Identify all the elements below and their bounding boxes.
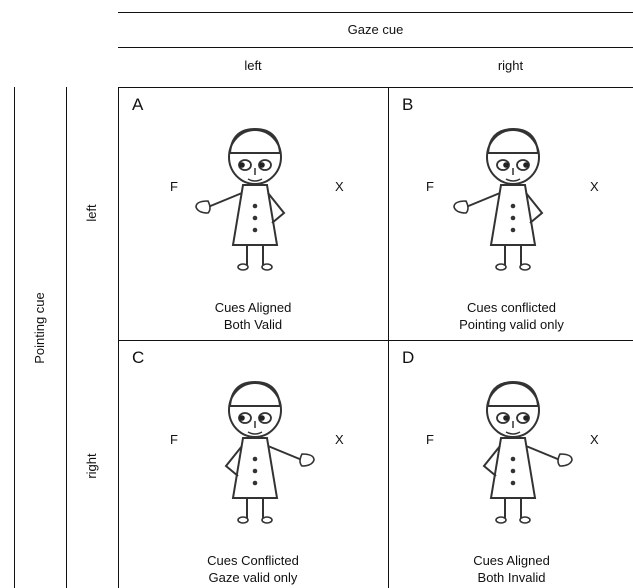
child-figure-illustration: [195, 128, 285, 271]
caption-line-1: Cues Aligned: [473, 553, 550, 568]
grid-middle-rule: [118, 340, 633, 341]
cell-b: B F X Cues conflicted Pointing valid onl…: [390, 89, 633, 339]
caption-line-1: Cues Aligned: [214, 300, 292, 315]
target-label-x: X: [335, 179, 344, 194]
child-figure-illustration: [453, 128, 543, 271]
grid-left-rule: [118, 87, 119, 588]
cell-caption: Cues conflicted Pointing valid only: [390, 299, 633, 333]
row-header-right: right: [84, 453, 99, 479]
target-label-x: X: [335, 432, 344, 447]
gaze-cue-header: Gaze cue: [347, 22, 404, 37]
cell-letter: D: [402, 348, 415, 367]
cell-letter: C: [132, 348, 145, 367]
side-left-rule: [14, 87, 15, 588]
target-label-x: X: [590, 432, 599, 447]
cell-caption: Cues Aligned Both Valid: [120, 299, 386, 333]
caption-line-2: Pointing valid only: [459, 317, 564, 332]
row-header-left: left: [84, 204, 99, 222]
cell-caption: Cues Conflicted Gaze valid only: [120, 552, 386, 586]
caption-line-2: Gaze valid only: [208, 570, 298, 585]
fixation-label-f: F: [426, 432, 434, 447]
header-top-rule: [118, 12, 633, 13]
caption-line-2: Both Valid: [223, 317, 283, 332]
header-mid-rule: [118, 47, 633, 48]
cell-caption: Cues Aligned Both Invalid: [390, 552, 633, 586]
side-mid-rule: [66, 87, 67, 588]
fixation-label-f: F: [170, 179, 178, 194]
child-figure-illustration: [483, 381, 573, 524]
child-figure-illustration: [225, 381, 315, 524]
caption-line-2: Both Invalid: [477, 570, 546, 585]
header-bottom-rule: [118, 87, 633, 88]
grid-center-rule: [388, 87, 389, 588]
pointing-cue-label: Pointing cue: [32, 292, 47, 364]
cell-c: C F X Cues Conflicted Gaze valid only: [120, 342, 386, 588]
caption-line-1: Cues conflicted: [467, 300, 556, 315]
caption-line-1: Cues Conflicted: [207, 553, 299, 568]
target-label-x: X: [590, 179, 599, 194]
fixation-label-f: F: [170, 432, 178, 447]
cell-letter: B: [402, 95, 414, 114]
cell-a: A F X Cues Aligned Both Valid: [120, 89, 386, 339]
cell-letter: A: [132, 95, 144, 114]
column-header-left: left: [244, 58, 262, 73]
fixation-label-f: F: [426, 179, 434, 194]
cell-d: D F X Cues Aligned Both Invalid: [390, 342, 633, 588]
column-header-right: right: [497, 58, 524, 73]
